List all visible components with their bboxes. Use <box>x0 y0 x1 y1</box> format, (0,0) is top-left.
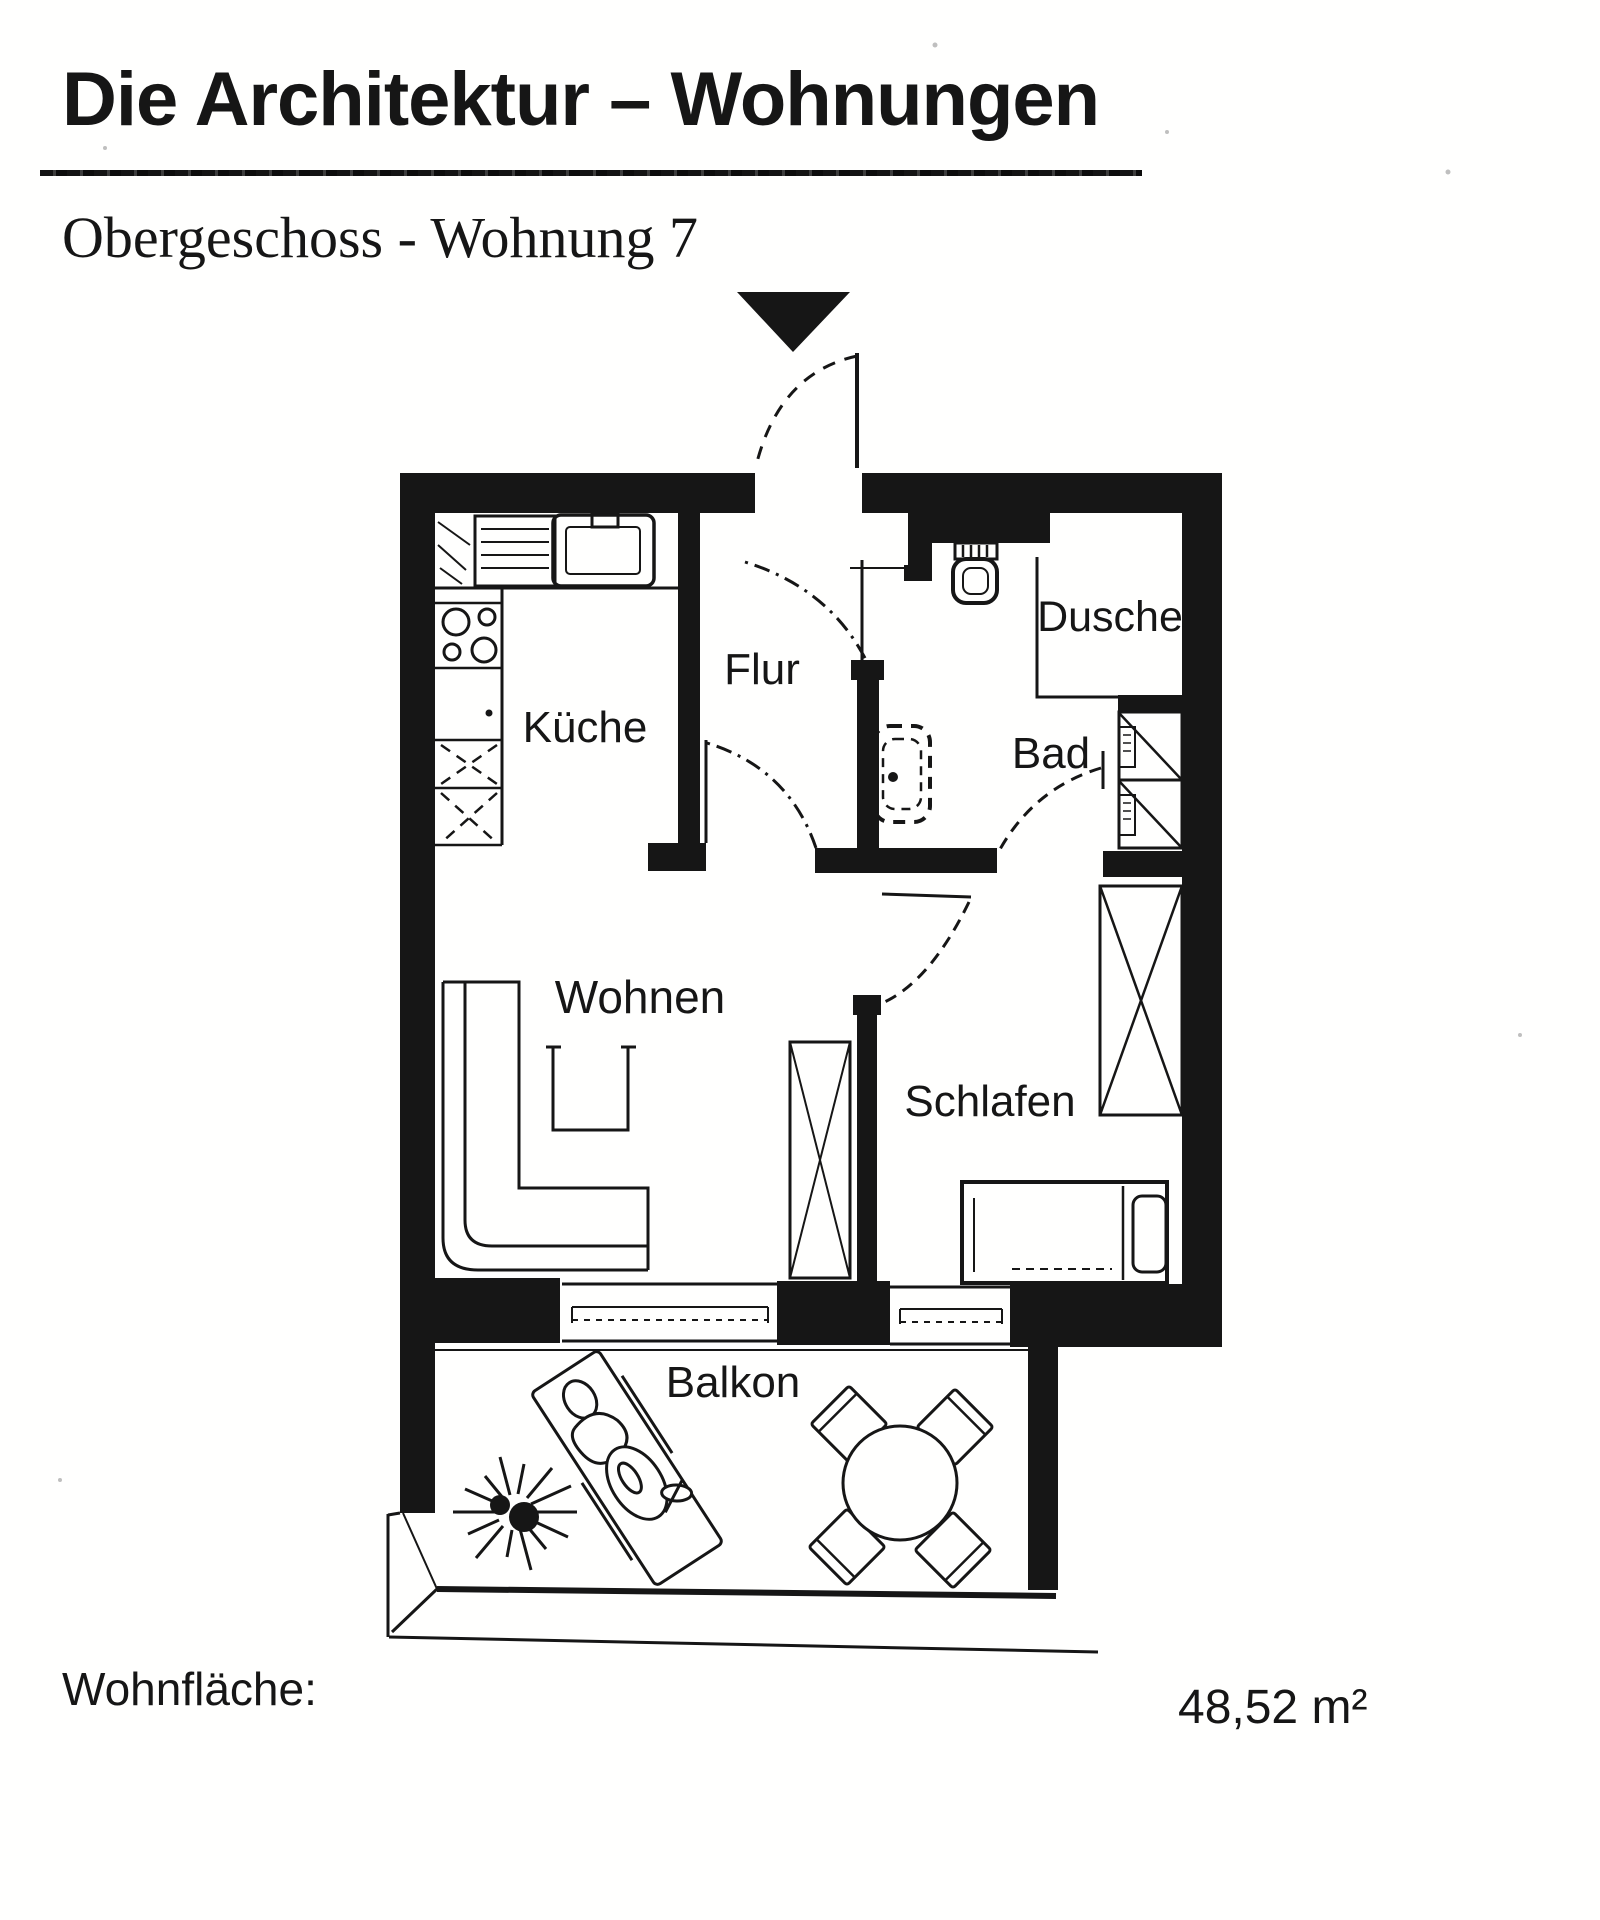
schlafen-window <box>890 1285 1010 1346</box>
bad-door-arc <box>997 766 1102 852</box>
label-schlafen: Schlafen <box>904 1077 1075 1126</box>
wall-kitchen-foot <box>648 843 706 871</box>
wall-right <box>1182 473 1222 1347</box>
room-labels: Küche Flur Dusche Bad Wohnen Schlafen Ba… <box>523 593 1183 1407</box>
wall-top-right <box>862 473 1222 513</box>
plant <box>453 1456 577 1571</box>
label-kueche: Küche <box>523 703 648 752</box>
title-divider <box>40 170 1142 176</box>
wall-top-left <box>400 473 755 513</box>
wall-kitchen-flur <box>678 513 700 843</box>
wohnen-shelf <box>788 1040 852 1280</box>
scan-speckles <box>58 42 1522 1482</box>
label-dusche: Dusche <box>1037 593 1183 641</box>
dusche-partition <box>1035 557 1118 699</box>
bed <box>960 1180 1169 1285</box>
sofa <box>441 980 650 1272</box>
drawer-unit <box>473 514 557 588</box>
coffee-table <box>546 1045 636 1132</box>
wall-left <box>400 473 435 1513</box>
sun-lounger <box>531 1350 723 1586</box>
wohnen-door-arc <box>706 741 818 849</box>
room-furniture <box>441 884 1184 1285</box>
wall-balcony-right <box>1028 1347 1058 1590</box>
entrance-arrow-icon <box>737 292 850 352</box>
page-title: Die Architektur – Wohnungen <box>62 57 1100 142</box>
wall-bottom-mid <box>777 1281 890 1345</box>
wc-door-arc <box>744 560 868 661</box>
wardrobe <box>1098 884 1184 1117</box>
stove-burners <box>441 607 498 664</box>
kitchen-fixtures <box>435 510 678 847</box>
toilet <box>951 541 999 605</box>
counter-hatch <box>437 521 471 585</box>
label-bad: Bad <box>1012 729 1090 778</box>
entrance-door-arc <box>754 354 858 467</box>
fridge-units <box>440 743 498 844</box>
balcony-parapet <box>386 1511 1099 1654</box>
wohnen-window <box>562 1282 777 1343</box>
area-value: 48,52 m² <box>1178 1681 1368 1734</box>
washbasin <box>872 724 932 824</box>
cabinet-knob <box>485 709 493 717</box>
chair <box>914 1511 992 1589</box>
wall-flur-bad <box>857 680 879 852</box>
wall-flur-bad-cap <box>851 660 884 680</box>
person-body <box>605 1445 669 1521</box>
schlafen-door-leaf <box>881 892 972 899</box>
label-wohnen: Wohnen <box>555 971 726 1023</box>
wall-bottom-left <box>400 1278 560 1343</box>
label-flur: Flur <box>724 645 800 694</box>
balcony <box>386 1349 1099 1654</box>
kitchen-sink <box>551 510 656 588</box>
wall-wc-pier-foot <box>904 565 932 581</box>
wall-bad-bottom <box>1103 851 1222 877</box>
area-label: Wohnfläche: <box>62 1663 317 1715</box>
wall-dusche-stub <box>1118 695 1182 713</box>
washer-cabinets <box>1117 710 1184 850</box>
windows <box>562 1282 1010 1346</box>
wall-wohnen-schlafen <box>857 1015 877 1287</box>
wall-schlafen-cap <box>853 995 881 1015</box>
doors <box>704 292 1105 1006</box>
page-subtitle: Obergeschoss - Wohnung 7 <box>62 205 698 270</box>
person-body-inner <box>616 1461 643 1495</box>
walls <box>400 473 1222 1590</box>
label-balkon: Balkon <box>666 1358 801 1407</box>
wall-flur-wohnen <box>815 848 997 873</box>
wall-bottom-right <box>1010 1284 1222 1347</box>
schlafen-door-arc <box>879 901 971 1006</box>
bathroom-fixtures <box>872 541 1184 850</box>
balcony-table <box>841 1424 959 1542</box>
wall-wc-pier <box>908 513 932 573</box>
